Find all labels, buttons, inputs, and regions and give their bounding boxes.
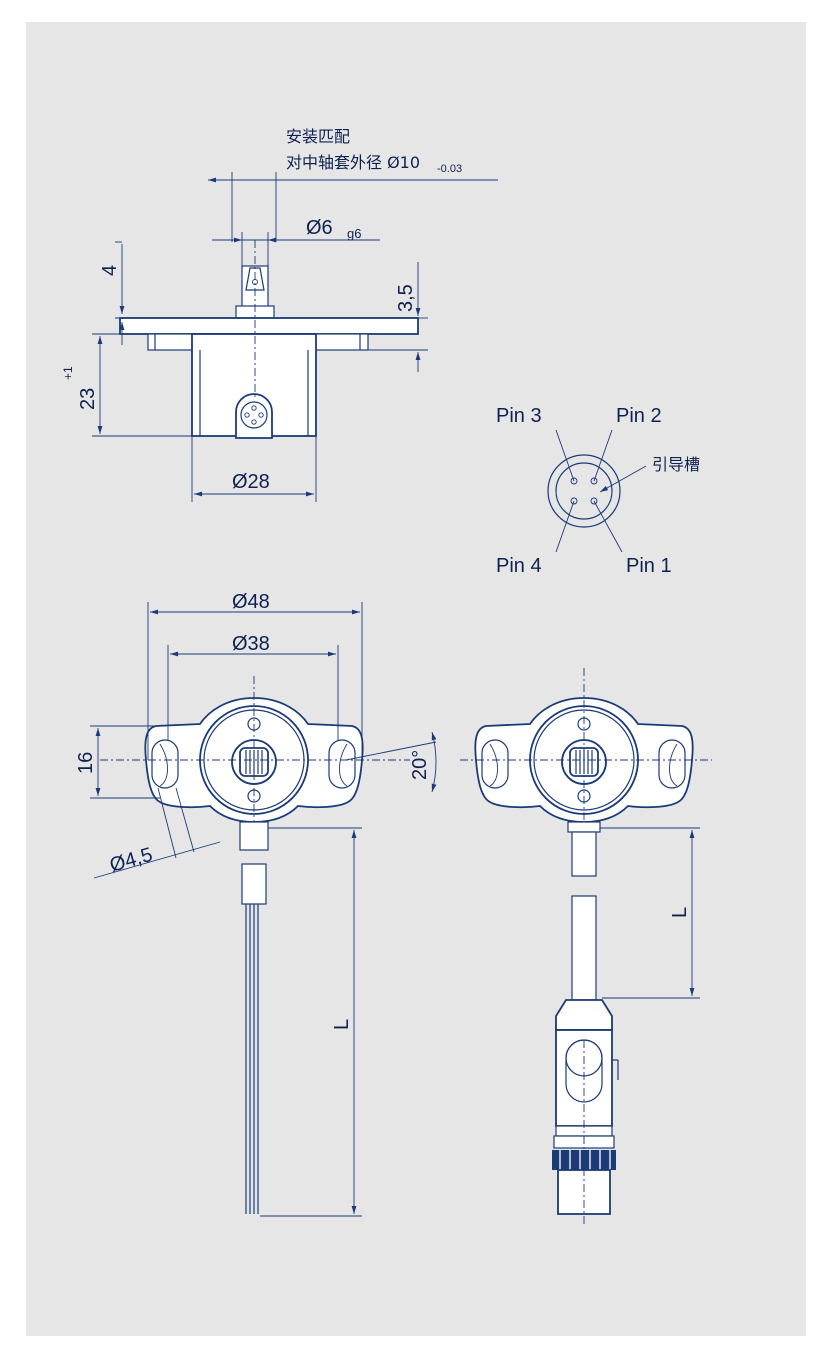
mount-note-line2: 对中轴套外径 Ø10 xyxy=(286,153,420,172)
pin1-label: Pin 1 xyxy=(626,555,672,577)
dim-16-label: 16 xyxy=(75,752,97,774)
mount-note-line1: 安装匹配 xyxy=(286,127,350,146)
dim-38-label: Ø38 xyxy=(232,633,270,655)
drawing-sheet xyxy=(26,22,806,1336)
dim-3-5-label: 3,5 xyxy=(395,284,417,312)
pin-diagram xyxy=(547,429,647,553)
dim-20deg-label: 20° xyxy=(409,750,431,780)
shaft-tolerance-label: g6 xyxy=(347,226,361,241)
front-view-connector xyxy=(460,668,712,1226)
dim-4-label: 4 xyxy=(99,265,121,276)
dim-23-tolerance: +1 xyxy=(61,366,75,380)
dim-23-label: 23 xyxy=(77,388,99,410)
pin4-label: Pin 4 xyxy=(496,555,542,577)
dim-4-5-label: Ø4,5 xyxy=(107,844,155,877)
dim-L-left-label: L xyxy=(331,1019,353,1030)
dim-28-label: Ø28 xyxy=(232,471,270,493)
shaft-diameter-label: Ø6 xyxy=(306,217,333,239)
mount-note-tolerance: -0.03 xyxy=(437,163,462,175)
dim-48-label: Ø48 xyxy=(232,591,270,613)
side-view xyxy=(92,172,498,502)
pin3-label: Pin 3 xyxy=(496,405,542,427)
guide-slot-label: 引导槽 xyxy=(652,455,700,474)
pin2-label: Pin 2 xyxy=(616,405,662,427)
front-view-cable xyxy=(90,602,437,1217)
dim-L-right-label: L xyxy=(669,907,691,918)
